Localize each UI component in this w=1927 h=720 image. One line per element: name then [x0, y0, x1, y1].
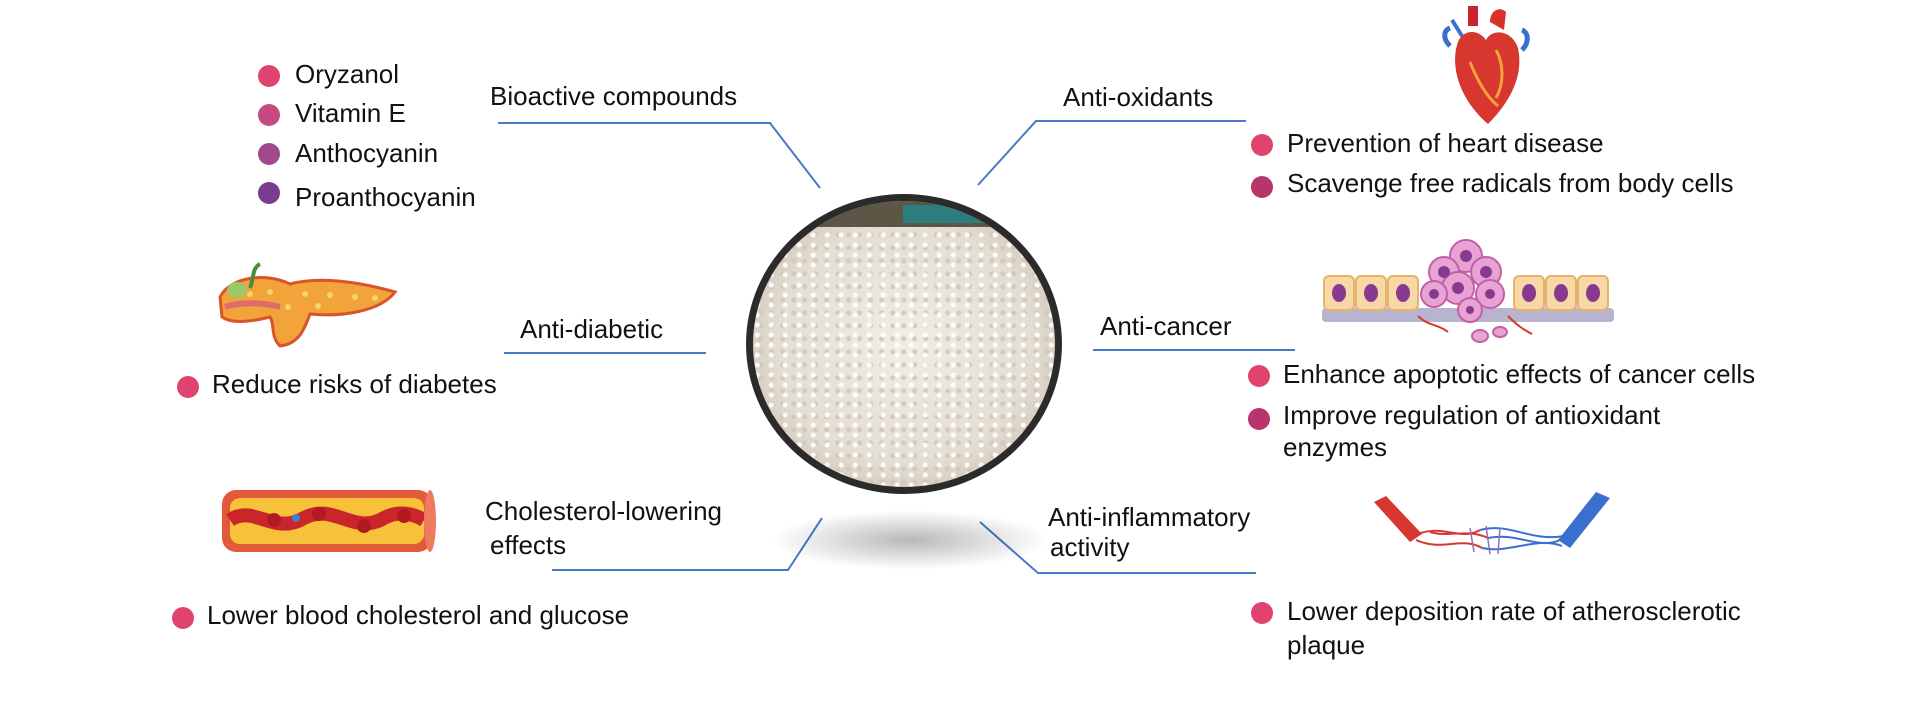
cholesterol-item: Lower blood cholesterol and glucose: [207, 600, 630, 630]
anti-oxidants-title: Anti-oxidants: [1063, 82, 1214, 112]
rice-image: [746, 194, 1062, 494]
cholesterol-title-line2: effects: [490, 530, 567, 560]
anti-cancer-item2-line2: enzymes: [1283, 432, 1388, 462]
connector-bioactive: [498, 122, 821, 189]
anti-cancer-item: Enhance apoptotic effects of cancer cell…: [1283, 359, 1756, 389]
bioactive-item: Proanthocyanin: [295, 182, 476, 212]
bullet-dot: [1251, 176, 1273, 198]
connector-cholesterol: [552, 517, 823, 571]
blood-vessel-icon: [222, 490, 436, 552]
heart-icon: [1442, 6, 1530, 124]
bullet-dot: [1248, 408, 1270, 430]
anti-oxidants-item: Scavenge free radicals from body cells: [1287, 168, 1734, 198]
bioactive-item: Vitamin E: [295, 98, 406, 128]
center-shadow: [770, 510, 1050, 570]
anti-oxidants-item: Prevention of heart disease: [1287, 128, 1604, 158]
connector-anti-inflammatory: [979, 521, 1256, 574]
bioactive-item: Anthocyanin: [295, 138, 439, 168]
anti-inflammatory-item-line1: Lower deposition rate of atherosclerotic: [1287, 596, 1741, 626]
bioactive-title: Bioactive compounds: [490, 81, 738, 111]
bullet-dot: [1248, 365, 1270, 387]
bullet-dot: [258, 182, 280, 204]
bullet-dot: [1251, 134, 1273, 156]
bullet-dot: [258, 104, 280, 126]
bullet-dot: [258, 65, 280, 87]
rice-image-teal-accent: [903, 205, 983, 223]
anti-inflammatory-item-line2: plaque: [1287, 630, 1366, 660]
cancer-cells-icon: [1322, 239, 1614, 343]
anti-diabetic-title: Anti-diabetic: [520, 314, 664, 344]
pancreas-icon: [218, 262, 398, 348]
anti-inflammatory-title-line1: Anti-inflammatory: [1048, 502, 1251, 532]
bullet-dot: [258, 143, 280, 165]
bullet-dot: [177, 376, 199, 398]
anti-diabetic-item: Reduce risks of diabetes: [212, 369, 497, 399]
connector-anti-oxidants: [977, 120, 1246, 186]
anti-inflammatory-title-line2: activity: [1050, 532, 1130, 562]
bioactive-item: Oryzanol: [295, 59, 400, 89]
capillaries-icon: [1374, 492, 1610, 555]
bullet-dot: [1251, 602, 1273, 624]
bullet-dot: [172, 607, 194, 629]
anti-cancer-item2-line1: Improve regulation of antioxidant: [1283, 400, 1661, 430]
cholesterol-title-line1: Cholesterol-lowering: [485, 496, 722, 526]
anti-cancer-title: Anti-cancer: [1100, 311, 1232, 341]
